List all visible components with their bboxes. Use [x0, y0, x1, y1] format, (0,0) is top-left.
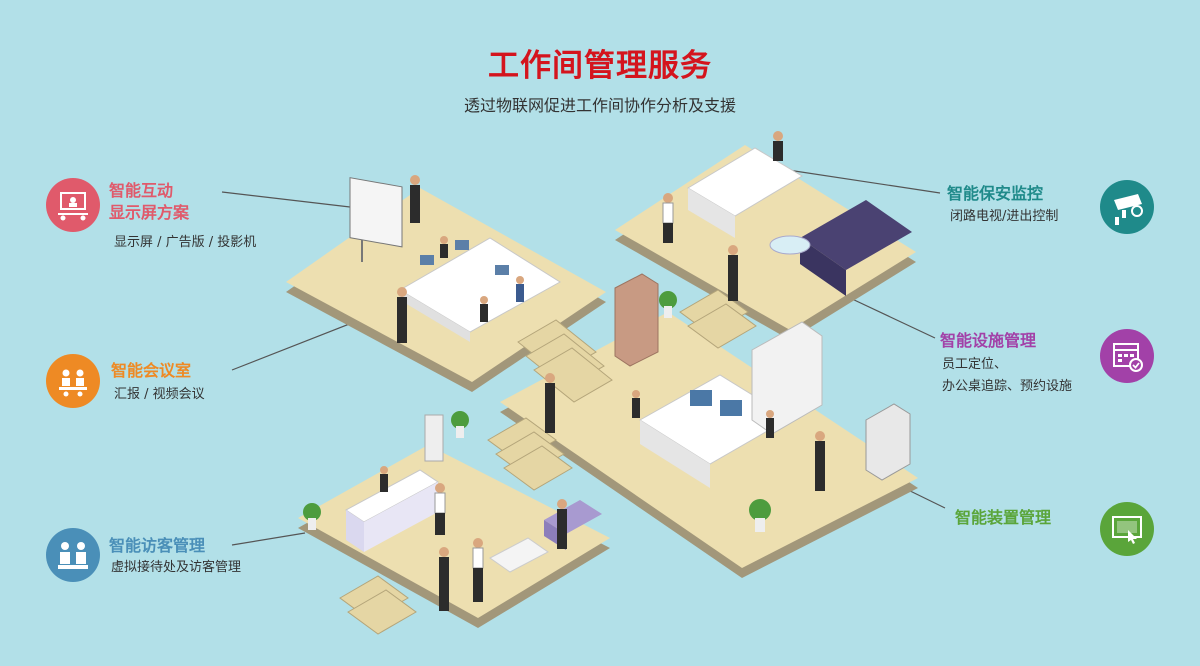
visitor-management-desc: 虚拟接待处及访客管理 [111, 560, 242, 575]
plants [303, 291, 771, 532]
cctv-camera-icon [1100, 180, 1154, 234]
display-solution-title: 智能互动 显示屏方案 [109, 180, 189, 224]
display-title-line1: 智能互动 [109, 181, 174, 200]
visitor-management-title: 智能访客管理 [109, 536, 206, 555]
display-solution-desc: 显示屏 / 广告版 / 投影机 [114, 235, 257, 250]
display-title-line2: 显示屏方案 [109, 203, 190, 222]
security-room-furniture [687, 147, 912, 296]
security-monitoring-title: 智能保安监控 [947, 184, 1044, 203]
meeting-room-desc: 汇报 / 视频会议 [114, 387, 205, 402]
touch-screen-icon [1100, 502, 1154, 556]
reception-icon [46, 528, 100, 582]
calendar-check-icon [1100, 329, 1154, 383]
device-management-title: 智能装置管理 [955, 508, 1052, 527]
center-room-furniture [614, 273, 911, 488]
page-subtitle: 透过物联网促进工作间协作分析及支援 [463, 96, 736, 115]
people [380, 131, 825, 611]
presentation-icon [46, 178, 100, 232]
page-title: 工作间管理服务 [488, 48, 712, 84]
meeting-room-furniture [349, 177, 561, 342]
facility-management-desc-line2: 办公桌追踪、预约设施 [942, 379, 1073, 394]
meeting-table-icon [46, 354, 100, 408]
stairs [339, 289, 757, 635]
security-monitoring-desc: 闭路电视/进出控制 [950, 209, 1059, 224]
meeting-room-title: 智能会议室 [111, 361, 192, 380]
facility-management-desc-line1: 员工定位、 [942, 357, 1008, 372]
facility-management-title: 智能设施管理 [940, 331, 1037, 350]
